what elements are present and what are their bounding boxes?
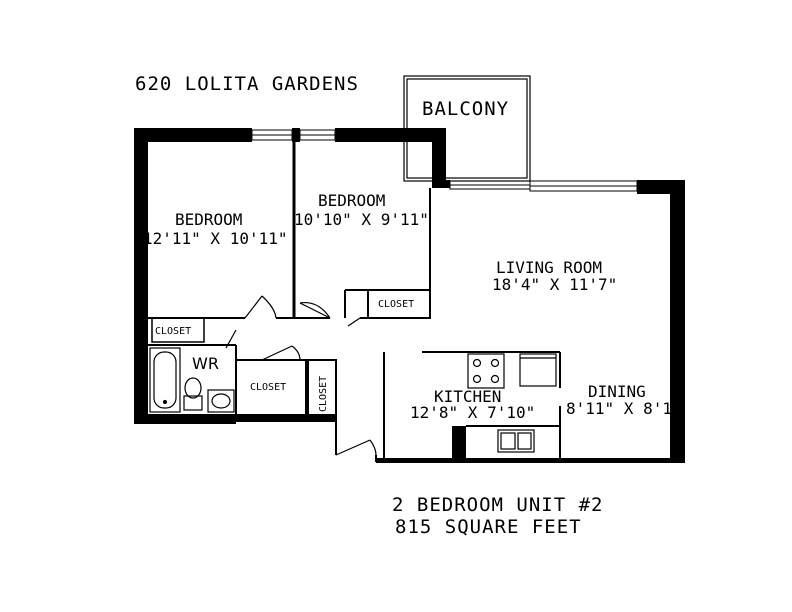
bedroom1-size: 12'11" X 10'11" xyxy=(143,229,288,248)
sink-icon xyxy=(207,389,235,413)
closet-hall-label: CLOSET xyxy=(250,382,286,393)
bedroom2-size: 10'10" X 9'11" xyxy=(294,210,429,229)
stove-icon xyxy=(467,353,505,389)
kitchen-sink-icon xyxy=(497,429,535,453)
building-title: 620 LOLITA GARDENS xyxy=(135,73,359,95)
bedroom1-name: BEDROOM xyxy=(175,210,242,229)
interior-walls xyxy=(148,142,561,462)
wr-label: WR xyxy=(192,354,219,373)
balcony-outline xyxy=(403,75,531,182)
dining-name: DINING xyxy=(588,382,646,401)
unit-line2: 815 SQUARE FEET xyxy=(395,516,582,538)
door-swings xyxy=(225,295,377,456)
bathtub-icon xyxy=(149,347,181,413)
exterior-walls xyxy=(134,128,685,463)
balcony-label: BALCONY xyxy=(422,98,509,120)
dining-size: 8'11" X 8'1" xyxy=(566,399,682,418)
refrigerator-icon xyxy=(519,353,557,387)
closet-bedroom2-label: CLOSET xyxy=(378,299,414,310)
toilet-icon xyxy=(183,377,203,411)
living-room-size: 18'4" X 11'7" xyxy=(492,275,617,294)
closet-bedroom1-label: CLOSET xyxy=(155,326,191,337)
unit-line1: 2 BEDROOM UNIT #2 xyxy=(392,494,603,516)
kitchen-name: KITCHEN xyxy=(434,387,501,406)
closet-entry-label: CLOSET xyxy=(318,376,329,412)
living-room-name: LIVING ROOM xyxy=(496,258,602,277)
kitchen-size: 12'8" X 7'10" xyxy=(410,403,535,422)
bedroom2-name: BEDROOM xyxy=(318,191,385,210)
